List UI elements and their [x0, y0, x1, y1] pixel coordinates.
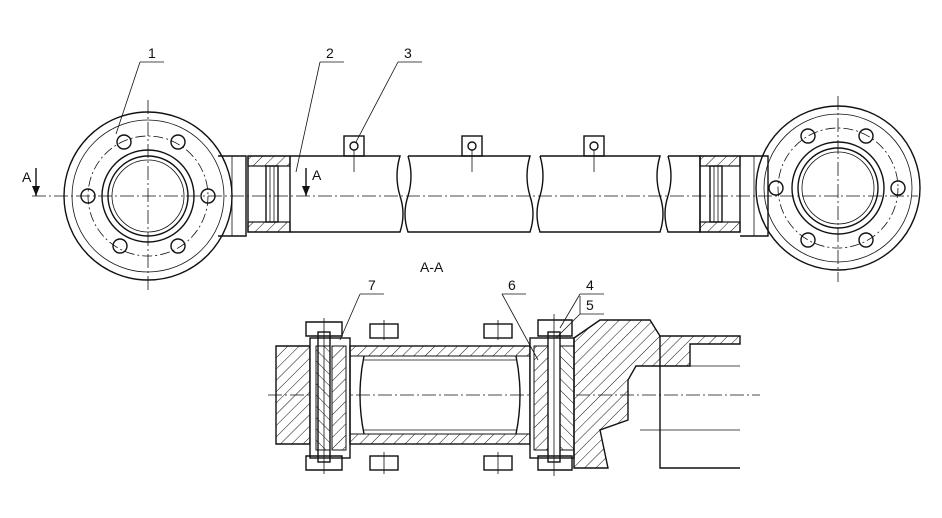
leader-5: 5	[555, 296, 604, 339]
section-marker-left: A	[22, 168, 40, 196]
section-title: А-А	[420, 259, 444, 275]
part-label-5: 5	[586, 297, 594, 313]
right-flange	[755, 96, 921, 282]
part-label-4: 4	[586, 277, 594, 293]
right-body-outline	[659, 336, 740, 469]
part-label-1: 1	[148, 45, 156, 61]
part-label-6: 6	[508, 277, 516, 293]
leader-4: 4	[559, 277, 604, 329]
right-bolt	[537, 314, 573, 476]
top-view: A A 1 2 3	[22, 45, 921, 292]
leader-2: 2	[295, 45, 344, 173]
part-label-2: 2	[326, 45, 334, 61]
section-marker-mid: A	[302, 167, 322, 196]
section-marker-mid-text: A	[312, 167, 322, 183]
leader-3: 3	[355, 45, 422, 143]
part-label-7: 7	[368, 277, 376, 293]
tube-segments	[290, 155, 701, 233]
left-coupling-section	[247, 155, 291, 233]
leader-1: 1	[115, 45, 164, 135]
left-flange-bolt-holes	[80, 134, 216, 254]
tube-brackets	[343, 135, 605, 172]
leader-6: 6	[501, 277, 539, 361]
right-coupling-section	[699, 155, 741, 233]
barrel-bolts	[369, 320, 513, 474]
part-label-3: 3	[404, 45, 412, 61]
leader-7: 7	[339, 277, 384, 341]
section-view: 7 6 4 5	[268, 277, 760, 476]
section-marker-left-text: A	[22, 169, 32, 185]
left-hub	[275, 345, 311, 445]
right-flange-bolt-holes	[768, 128, 906, 248]
right-body	[573, 319, 741, 469]
